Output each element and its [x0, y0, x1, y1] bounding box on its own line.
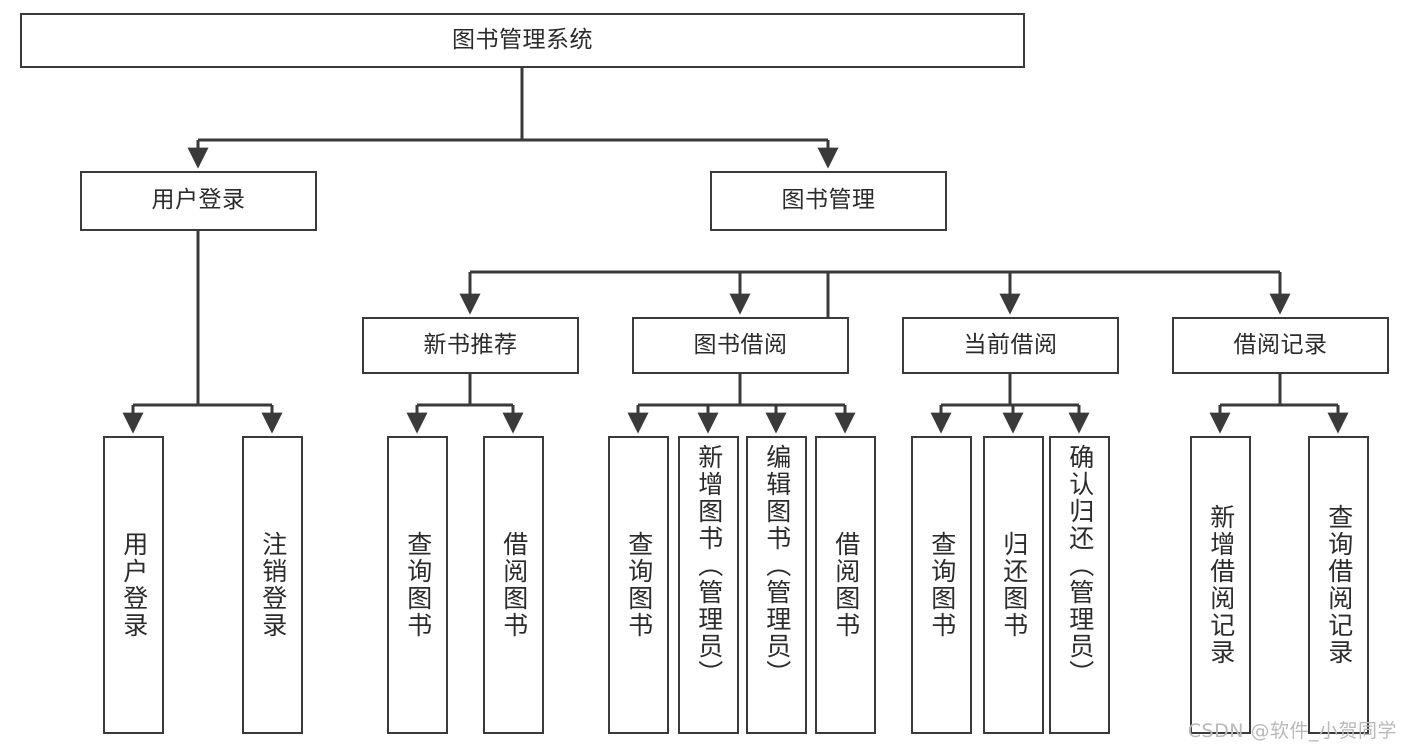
leaf-query-borrow-record[interactable]: 查询借阅记录	[1308, 436, 1369, 734]
node-book-borrowing[interactable]: 图书借阅	[632, 317, 849, 374]
leaf-return-books[interactable]: 归还图书	[983, 436, 1044, 734]
leaf-add-borrow-record-label: 新增借阅记录	[1206, 504, 1236, 666]
leaf-borrow-books-label: 借阅图书	[831, 531, 861, 639]
leaf-edit-book-admin[interactable]: 编辑图书（管理员）	[746, 436, 807, 734]
leaf-query-books-borrow[interactable]: 查询图书	[608, 436, 669, 734]
leaf-add-book-admin[interactable]: 新增图书（管理员）	[678, 436, 739, 734]
leaf-borrow-books-new[interactable]: 借阅图书	[483, 436, 544, 734]
leaf-query-books-new-label: 查询图书	[403, 531, 433, 639]
node-current-borrowing[interactable]: 当前借阅	[902, 317, 1119, 374]
node-user-login[interactable]: 用户登录	[80, 171, 317, 231]
leaf-borrow-books[interactable]: 借阅图书	[815, 436, 876, 734]
leaf-logout[interactable]: 注销登录	[242, 436, 303, 734]
leaf-query-books-new[interactable]: 查询图书	[387, 436, 448, 734]
leaf-add-book-admin-label: 新增图书（管理员）	[694, 444, 724, 687]
leaf-confirm-return-admin[interactable]: 确认归还（管理员）	[1049, 436, 1110, 734]
leaf-return-books-label: 归还图书	[999, 531, 1029, 639]
leaf-add-borrow-record[interactable]: 新增借阅记录	[1190, 436, 1251, 734]
node-book-borrowing-label: 图书借阅	[693, 331, 788, 358]
leaf-borrow-books-new-label: 借阅图书	[499, 531, 529, 639]
leaf-logout-label: 注销登录	[258, 531, 288, 639]
node-new-book-recommendation-label: 新书推荐	[423, 331, 518, 358]
leaf-user-login-label: 用户登录	[119, 531, 149, 639]
node-book-management-label: 图书管理	[781, 187, 876, 214]
leaf-user-login[interactable]: 用户登录	[103, 436, 164, 734]
leaf-edit-book-admin-label: 编辑图书（管理员）	[762, 444, 792, 687]
node-book-management[interactable]: 图书管理	[710, 171, 947, 231]
node-root-label: 图书管理系统	[452, 26, 593, 53]
leaf-query-books-borrow-label: 查询图书	[624, 531, 654, 639]
leaf-confirm-return-admin-label: 确认归还（管理员）	[1065, 444, 1095, 687]
node-current-borrowing-label: 当前借阅	[963, 331, 1058, 358]
node-user-login-label: 用户登录	[151, 187, 246, 214]
node-root[interactable]: 图书管理系统	[20, 13, 1025, 68]
watermark: CSDN @软件_小贺同学	[1187, 720, 1397, 742]
leaf-query-books-current[interactable]: 查询图书	[911, 436, 972, 734]
leaf-query-books-current-label: 查询图书	[927, 531, 957, 639]
node-borrowing-records-label: 借阅记录	[1233, 331, 1328, 358]
leaf-query-borrow-record-label: 查询借阅记录	[1324, 504, 1354, 666]
node-borrowing-records[interactable]: 借阅记录	[1172, 317, 1389, 374]
node-new-book-recommendation[interactable]: 新书推荐	[362, 317, 579, 374]
